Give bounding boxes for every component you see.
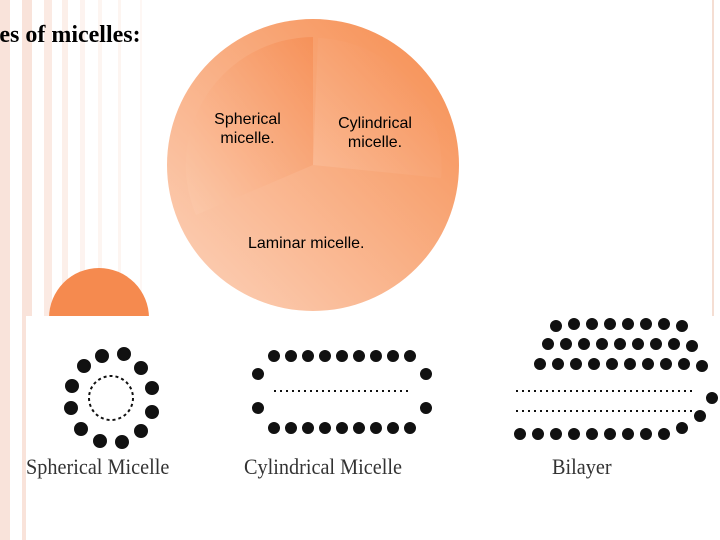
label-laminar-micelle: Laminar micelle.	[248, 234, 398, 253]
micelle-illustration: Spherical Micelle Cylindrical Micelle Bi…	[26, 316, 720, 540]
bilayer-drawing	[515, 319, 717, 439]
caption-cylindrical-micelle: Cylindrical Micelle	[244, 454, 402, 480]
cylindrical-micelle-drawing	[253, 351, 431, 433]
caption-spherical-micelle: Spherical Micelle	[26, 454, 169, 480]
spherical-micelle-drawing	[65, 348, 158, 448]
caption-bilayer: Bilayer	[552, 454, 612, 480]
label-cylindrical-micelle: Cylindrical micelle.	[325, 114, 425, 152]
label-spherical-micelle: Spherical micelle.	[200, 110, 295, 148]
pie-segment-cylindrical	[313, 38, 442, 178]
